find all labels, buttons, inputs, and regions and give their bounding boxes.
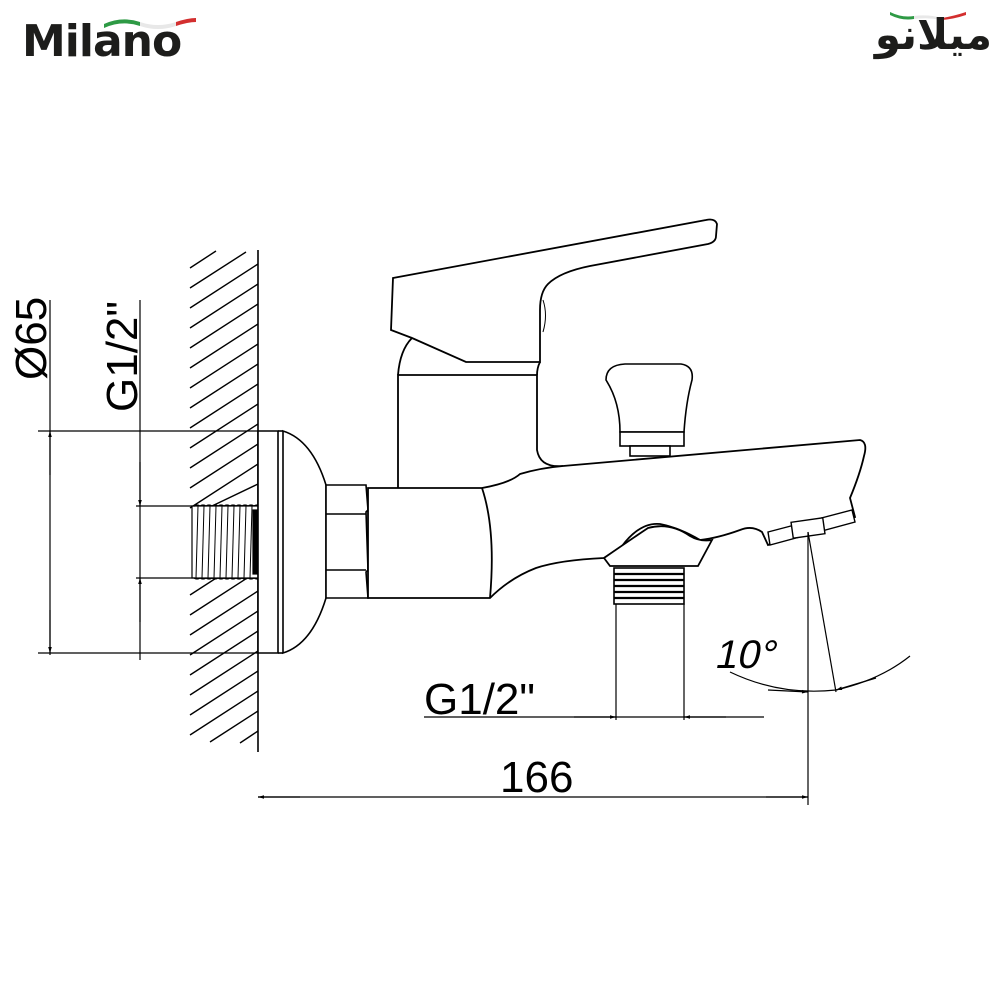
wall-inlet-thread bbox=[191, 504, 261, 580]
label-escutcheon-diameter: Ø65 bbox=[7, 297, 56, 380]
dimension-spout-angle bbox=[729, 531, 911, 694]
mixer-body bbox=[367, 374, 867, 599]
diverter-knob bbox=[605, 363, 694, 457]
brand-logo-arabic: ميلانو bbox=[812, 6, 992, 66]
label-projection-length: 166 bbox=[500, 753, 573, 802]
dimension-projection-length bbox=[258, 532, 809, 805]
brand-name-arabic: ميلانو bbox=[874, 10, 992, 59]
brand-name-latin: Milano bbox=[22, 16, 182, 67]
label-spout-angle: 10° bbox=[712, 631, 782, 676]
outlet-thread bbox=[613, 567, 685, 720]
dimension-escutcheon-diameter bbox=[38, 300, 258, 655]
wall-section bbox=[189, 250, 259, 752]
brand-logo-latin: Milano bbox=[22, 8, 202, 68]
dimension-wall-inlet-thread bbox=[136, 300, 195, 660]
hex-nut bbox=[325, 484, 369, 599]
escutcheon-flange bbox=[257, 429, 327, 655]
label-wall-inlet-thread: G1/2" bbox=[98, 301, 147, 412]
label-outlet-thread: G1/2" bbox=[424, 675, 535, 724]
lever-handle bbox=[390, 218, 718, 376]
italian-flag-swoosh-icon bbox=[890, 12, 966, 20]
italian-flag-swoosh-icon bbox=[104, 18, 196, 29]
